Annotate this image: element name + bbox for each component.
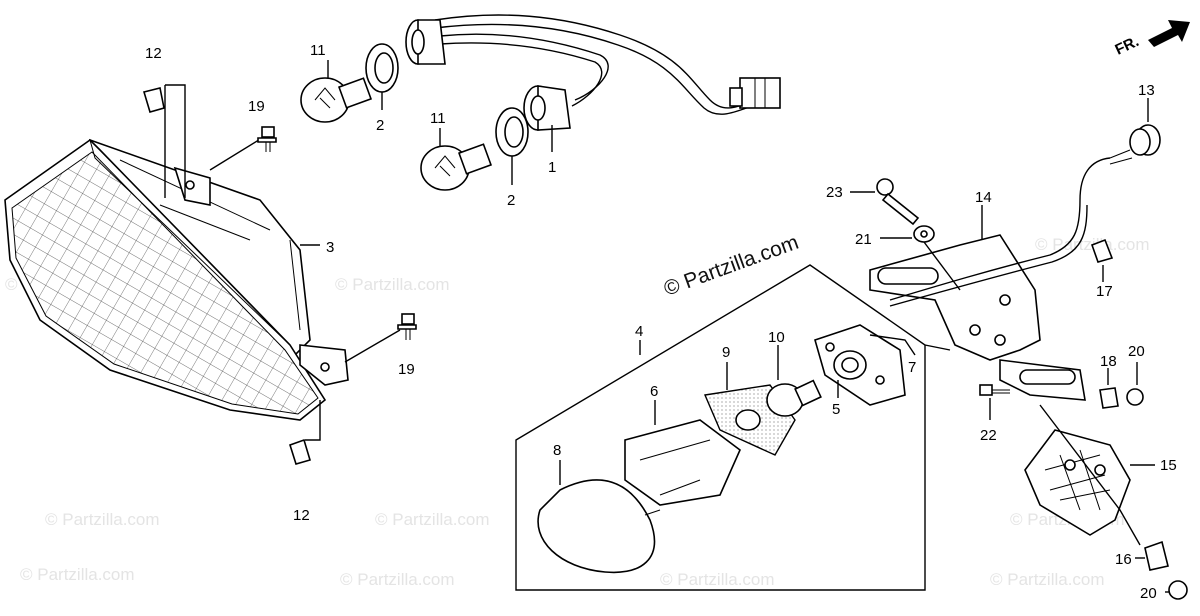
watermark-main: © Partzilla.com bbox=[661, 231, 802, 301]
callout-3: 3 bbox=[326, 239, 334, 256]
callout-10: 10 bbox=[768, 329, 785, 346]
front-direction-arrow: FR. bbox=[1113, 20, 1190, 59]
callout-20: 20 bbox=[1140, 585, 1157, 602]
watermark: © Partzilla.com bbox=[990, 570, 1105, 589]
callout-7: 7 bbox=[908, 359, 916, 376]
watermark: © Partzilla.com bbox=[660, 570, 775, 589]
callout-18: 18 bbox=[1100, 353, 1117, 370]
watermark: © Partzilla.com bbox=[20, 565, 135, 584]
callout-11: 11 bbox=[430, 110, 446, 127]
callout-9: 9 bbox=[722, 344, 730, 361]
watermark: © Partzilla.com bbox=[335, 275, 450, 294]
callout-16: 16 bbox=[1115, 551, 1132, 568]
callout-8: 8 bbox=[553, 442, 561, 459]
license-bracket bbox=[869, 149, 1133, 401]
tail-light-assembly bbox=[4, 138, 349, 421]
bulb-icon bbox=[420, 143, 493, 191]
front-label: FR. bbox=[1113, 33, 1142, 59]
callout-15: 15 bbox=[1160, 457, 1177, 474]
callout-14: 14 bbox=[975, 189, 992, 206]
grommet bbox=[1129, 124, 1161, 156]
callout-2: 2 bbox=[376, 117, 384, 134]
callout-12: 12 bbox=[293, 507, 310, 524]
license-light-group-outline bbox=[515, 264, 926, 591]
callout-13: 13 bbox=[1138, 82, 1155, 99]
callout-19: 19 bbox=[248, 98, 265, 115]
socket-harness bbox=[405, 14, 781, 131]
watermark: © Partzilla.com bbox=[340, 570, 455, 589]
callout-11: 11 bbox=[310, 42, 326, 59]
callout-5: 5 bbox=[832, 401, 840, 418]
watermark: © Partzilla.com bbox=[45, 510, 160, 529]
callout-22: 22 bbox=[980, 427, 997, 444]
callout-2: 2 bbox=[507, 192, 515, 209]
bulb-icon bbox=[766, 379, 822, 417]
callout-1: 1 bbox=[548, 159, 556, 176]
front-arrow-icon bbox=[1148, 20, 1190, 47]
callout-20: 20 bbox=[1128, 343, 1145, 360]
bulb-icon bbox=[300, 77, 373, 123]
callout-12: 12 bbox=[145, 45, 162, 62]
callout-labels: 1 2 2 3 4 5 6 7 8 9 10 11 11 12 12 13 14… bbox=[145, 42, 1177, 602]
watermark: © Partzilla.com bbox=[375, 510, 490, 529]
callout-19: 19 bbox=[398, 361, 415, 378]
callout-4: 4 bbox=[635, 323, 643, 340]
callout-6: 6 bbox=[650, 383, 658, 400]
callout-23: 23 bbox=[826, 184, 843, 201]
license-light-housing bbox=[814, 324, 906, 406]
callout-17: 17 bbox=[1096, 283, 1113, 300]
callout-21: 21 bbox=[855, 231, 872, 248]
license-lens bbox=[537, 479, 661, 574]
